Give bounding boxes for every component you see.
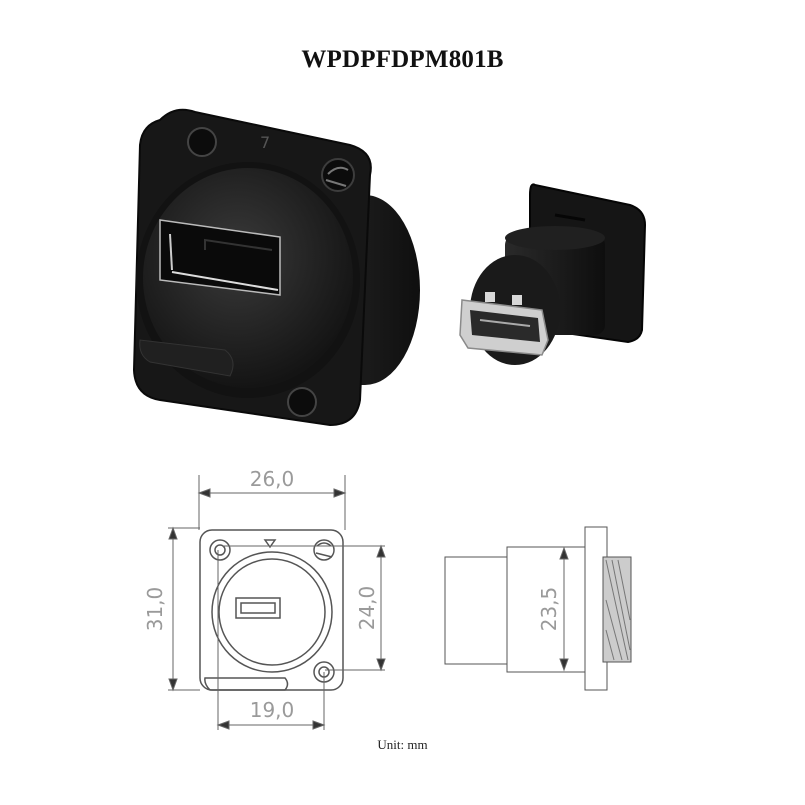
product-title: WPDPFDPM801B	[301, 46, 504, 73]
dim-hole-spacing-vertical: 24,0	[355, 586, 379, 631]
dim-height-overall: 31,0	[143, 587, 167, 632]
unit-label: Unit: mm	[377, 737, 428, 752]
connector-rear-photo	[459, 183, 647, 365]
connector-front-photo: 7	[132, 108, 420, 427]
dim-width-overall: 26,0	[250, 467, 295, 491]
dim-body-diameter: 23,5	[537, 587, 561, 632]
dim-hole-spacing-horizontal: 19,0	[250, 698, 295, 722]
pin-mark-label: 7	[260, 133, 270, 152]
